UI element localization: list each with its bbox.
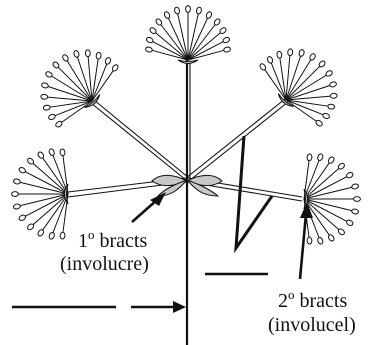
flower (43, 105, 50, 111)
flower (322, 112, 330, 119)
flower (351, 183, 359, 189)
secondary-ray (51, 76, 92, 101)
flower (287, 49, 292, 56)
flower (346, 172, 354, 179)
flower (73, 50, 80, 58)
secondary-ray (58, 67, 92, 101)
annotation-lines (12, 136, 313, 313)
secondary-ray (286, 59, 311, 100)
flower (104, 57, 111, 65)
primary-bracts-label: 1o bracts (78, 227, 147, 252)
umbellet-lower-right (304, 153, 360, 245)
flower (60, 149, 66, 156)
flower (222, 36, 230, 43)
flower (48, 148, 55, 156)
flower (62, 54, 70, 62)
secondary-bracts-label: 2o bracts (278, 287, 347, 312)
flower (298, 49, 305, 57)
flower (96, 52, 102, 59)
secondary-ray (50, 101, 92, 107)
flower (163, 11, 170, 19)
flower (85, 50, 90, 57)
flower (186, 6, 191, 13)
flower (205, 11, 212, 19)
flower (37, 151, 45, 159)
secondary-ray (286, 66, 320, 100)
secondary-ray (67, 60, 92, 101)
flower (317, 153, 324, 161)
flower (329, 81, 337, 88)
flower (37, 229, 45, 237)
flower (41, 82, 49, 89)
flower (325, 70, 333, 78)
secondary-ray (286, 100, 328, 106)
flower (12, 192, 19, 197)
flower (48, 113, 56, 120)
arrow-secondary-bracts (300, 214, 306, 279)
flower (60, 232, 66, 239)
flower (315, 119, 323, 127)
flower (259, 63, 267, 71)
flower (13, 203, 21, 209)
flower (317, 237, 324, 245)
flower (351, 208, 359, 214)
primary-bracts-term: (involucre) (60, 253, 149, 275)
flower (196, 7, 202, 15)
secondary-ray (92, 59, 98, 101)
flower (267, 56, 274, 64)
secondary-ray (188, 41, 224, 60)
flower (145, 46, 153, 52)
flower (346, 219, 354, 226)
flower (41, 94, 48, 99)
secondary-ray (152, 41, 188, 60)
flower (45, 71, 53, 79)
secondary-bracts-term: (involucel) (268, 314, 356, 336)
flower (13, 178, 21, 184)
flower (18, 214, 26, 221)
flower (223, 46, 231, 52)
flower (48, 232, 55, 240)
secondary-ray (280, 58, 286, 100)
flower (111, 64, 119, 72)
flower (146, 36, 154, 43)
flower (277, 51, 283, 58)
flower (354, 197, 361, 202)
flower (18, 167, 26, 174)
flower (174, 7, 180, 15)
umbellet-top (145, 6, 231, 64)
flower (307, 154, 313, 161)
secondary-ray (286, 75, 327, 100)
flower (327, 156, 335, 164)
flower (55, 120, 63, 128)
flower (327, 234, 335, 242)
flower (328, 104, 335, 110)
flower (330, 93, 337, 98)
zigzag-pointer (236, 136, 272, 248)
umbellet-lower-left (12, 148, 68, 240)
flower (307, 237, 313, 244)
flower (309, 53, 317, 61)
